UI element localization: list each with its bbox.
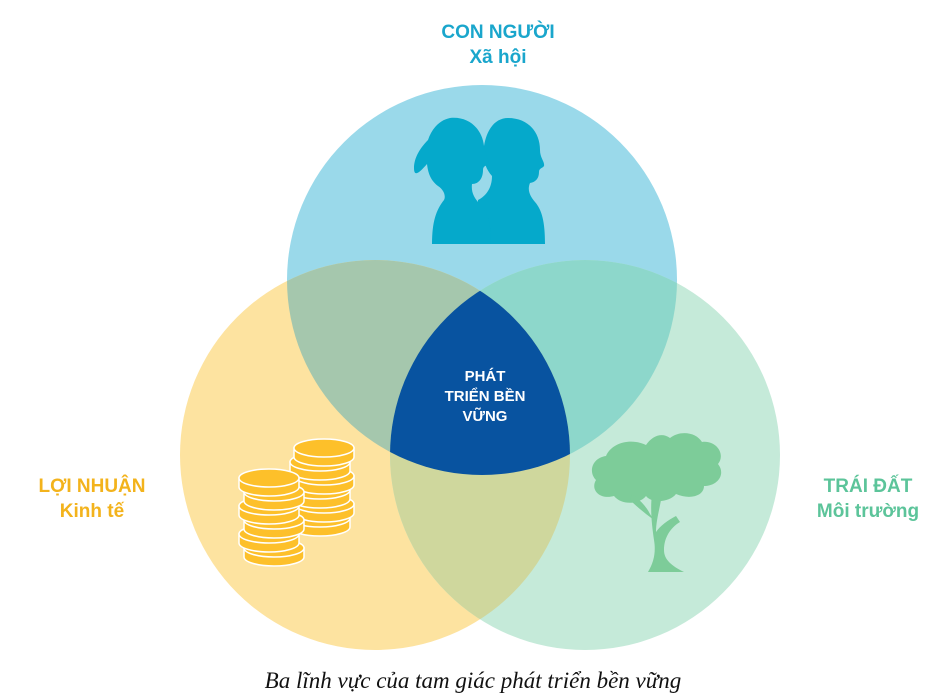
- profit-subtitle: Kinh tế: [59, 501, 125, 522]
- caption: Ba lĩnh vực của tam giác phát triển bền …: [264, 668, 682, 693]
- planet-subtitle: Môi trường: [816, 501, 920, 522]
- center-line-3: VỮNG: [462, 408, 508, 425]
- coin-stack-icon: [238, 438, 355, 567]
- people-label: CON NGƯỜI Xã hội: [383, 20, 613, 70]
- profit-title: LỢI NHUẬN: [38, 476, 146, 497]
- tree-icon: [591, 433, 722, 572]
- center-line-2: TRIỂN BỀN: [444, 388, 526, 405]
- people-title: CON NGƯỜI: [441, 22, 555, 43]
- planet-title: TRÁI ĐẤT: [823, 476, 913, 497]
- profit-label: LỢI NHUẬN Kinh tế: [2, 474, 182, 524]
- center-intersection: [390, 260, 570, 475]
- planet-label: TRÁI ĐẤT Môi trường: [790, 474, 946, 524]
- center-line-1: PHÁT: [464, 368, 506, 385]
- people-silhouette-icon: [414, 117, 545, 244]
- people-subtitle: Xã hội: [469, 47, 527, 68]
- center-label: PHÁT TRIỂN BỀN VỮNG: [410, 367, 560, 427]
